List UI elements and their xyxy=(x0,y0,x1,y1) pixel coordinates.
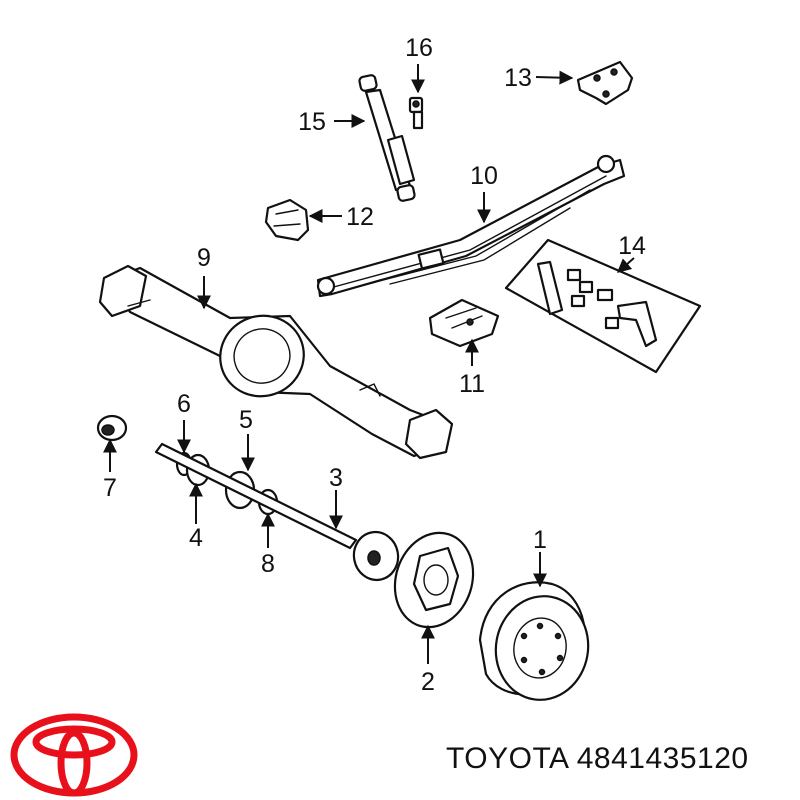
callout-1: 1 xyxy=(533,526,547,554)
part-number-caption: TOYOTA 4841435120 xyxy=(446,742,749,775)
callout-labels: 16 13 15 12 10 14 9 11 6 5 7 4 3 8 1 2 xyxy=(103,34,646,696)
callout-10: 10 xyxy=(470,162,498,190)
callout-2: 2 xyxy=(421,668,435,696)
callout-13: 13 xyxy=(504,64,532,92)
part-3-axle-shaft xyxy=(154,442,400,582)
part-7-bearing xyxy=(96,414,128,442)
part-15-shock-absorber xyxy=(358,74,416,202)
leader-lines xyxy=(103,64,635,664)
callout-11: 11 xyxy=(459,370,485,398)
callout-7: 7 xyxy=(103,474,117,502)
part-11-spring-seat xyxy=(428,298,500,348)
callout-9: 9 xyxy=(197,244,211,272)
callout-6: 6 xyxy=(177,390,191,418)
toyota-emblem-icon xyxy=(10,713,138,797)
callout-5: 5 xyxy=(239,406,253,434)
part-9-axle-housing xyxy=(98,264,454,460)
part-1-brake-drum xyxy=(478,581,590,701)
part-16-bolt xyxy=(408,96,424,130)
part-14-shackle-kit xyxy=(504,238,702,374)
callout-14: 14 xyxy=(618,232,646,260)
callout-12: 12 xyxy=(346,203,374,231)
part-12-bump-stopper xyxy=(264,198,310,242)
callout-16: 16 xyxy=(405,34,433,62)
callout-8: 8 xyxy=(261,550,275,578)
callout-4: 4 xyxy=(189,524,203,552)
part-13-bracket xyxy=(576,60,634,106)
part-2-backing-plate xyxy=(393,531,475,629)
callout-15: 15 xyxy=(298,108,326,136)
callout-3: 3 xyxy=(329,464,343,492)
part-10-leaf-spring xyxy=(316,154,626,298)
